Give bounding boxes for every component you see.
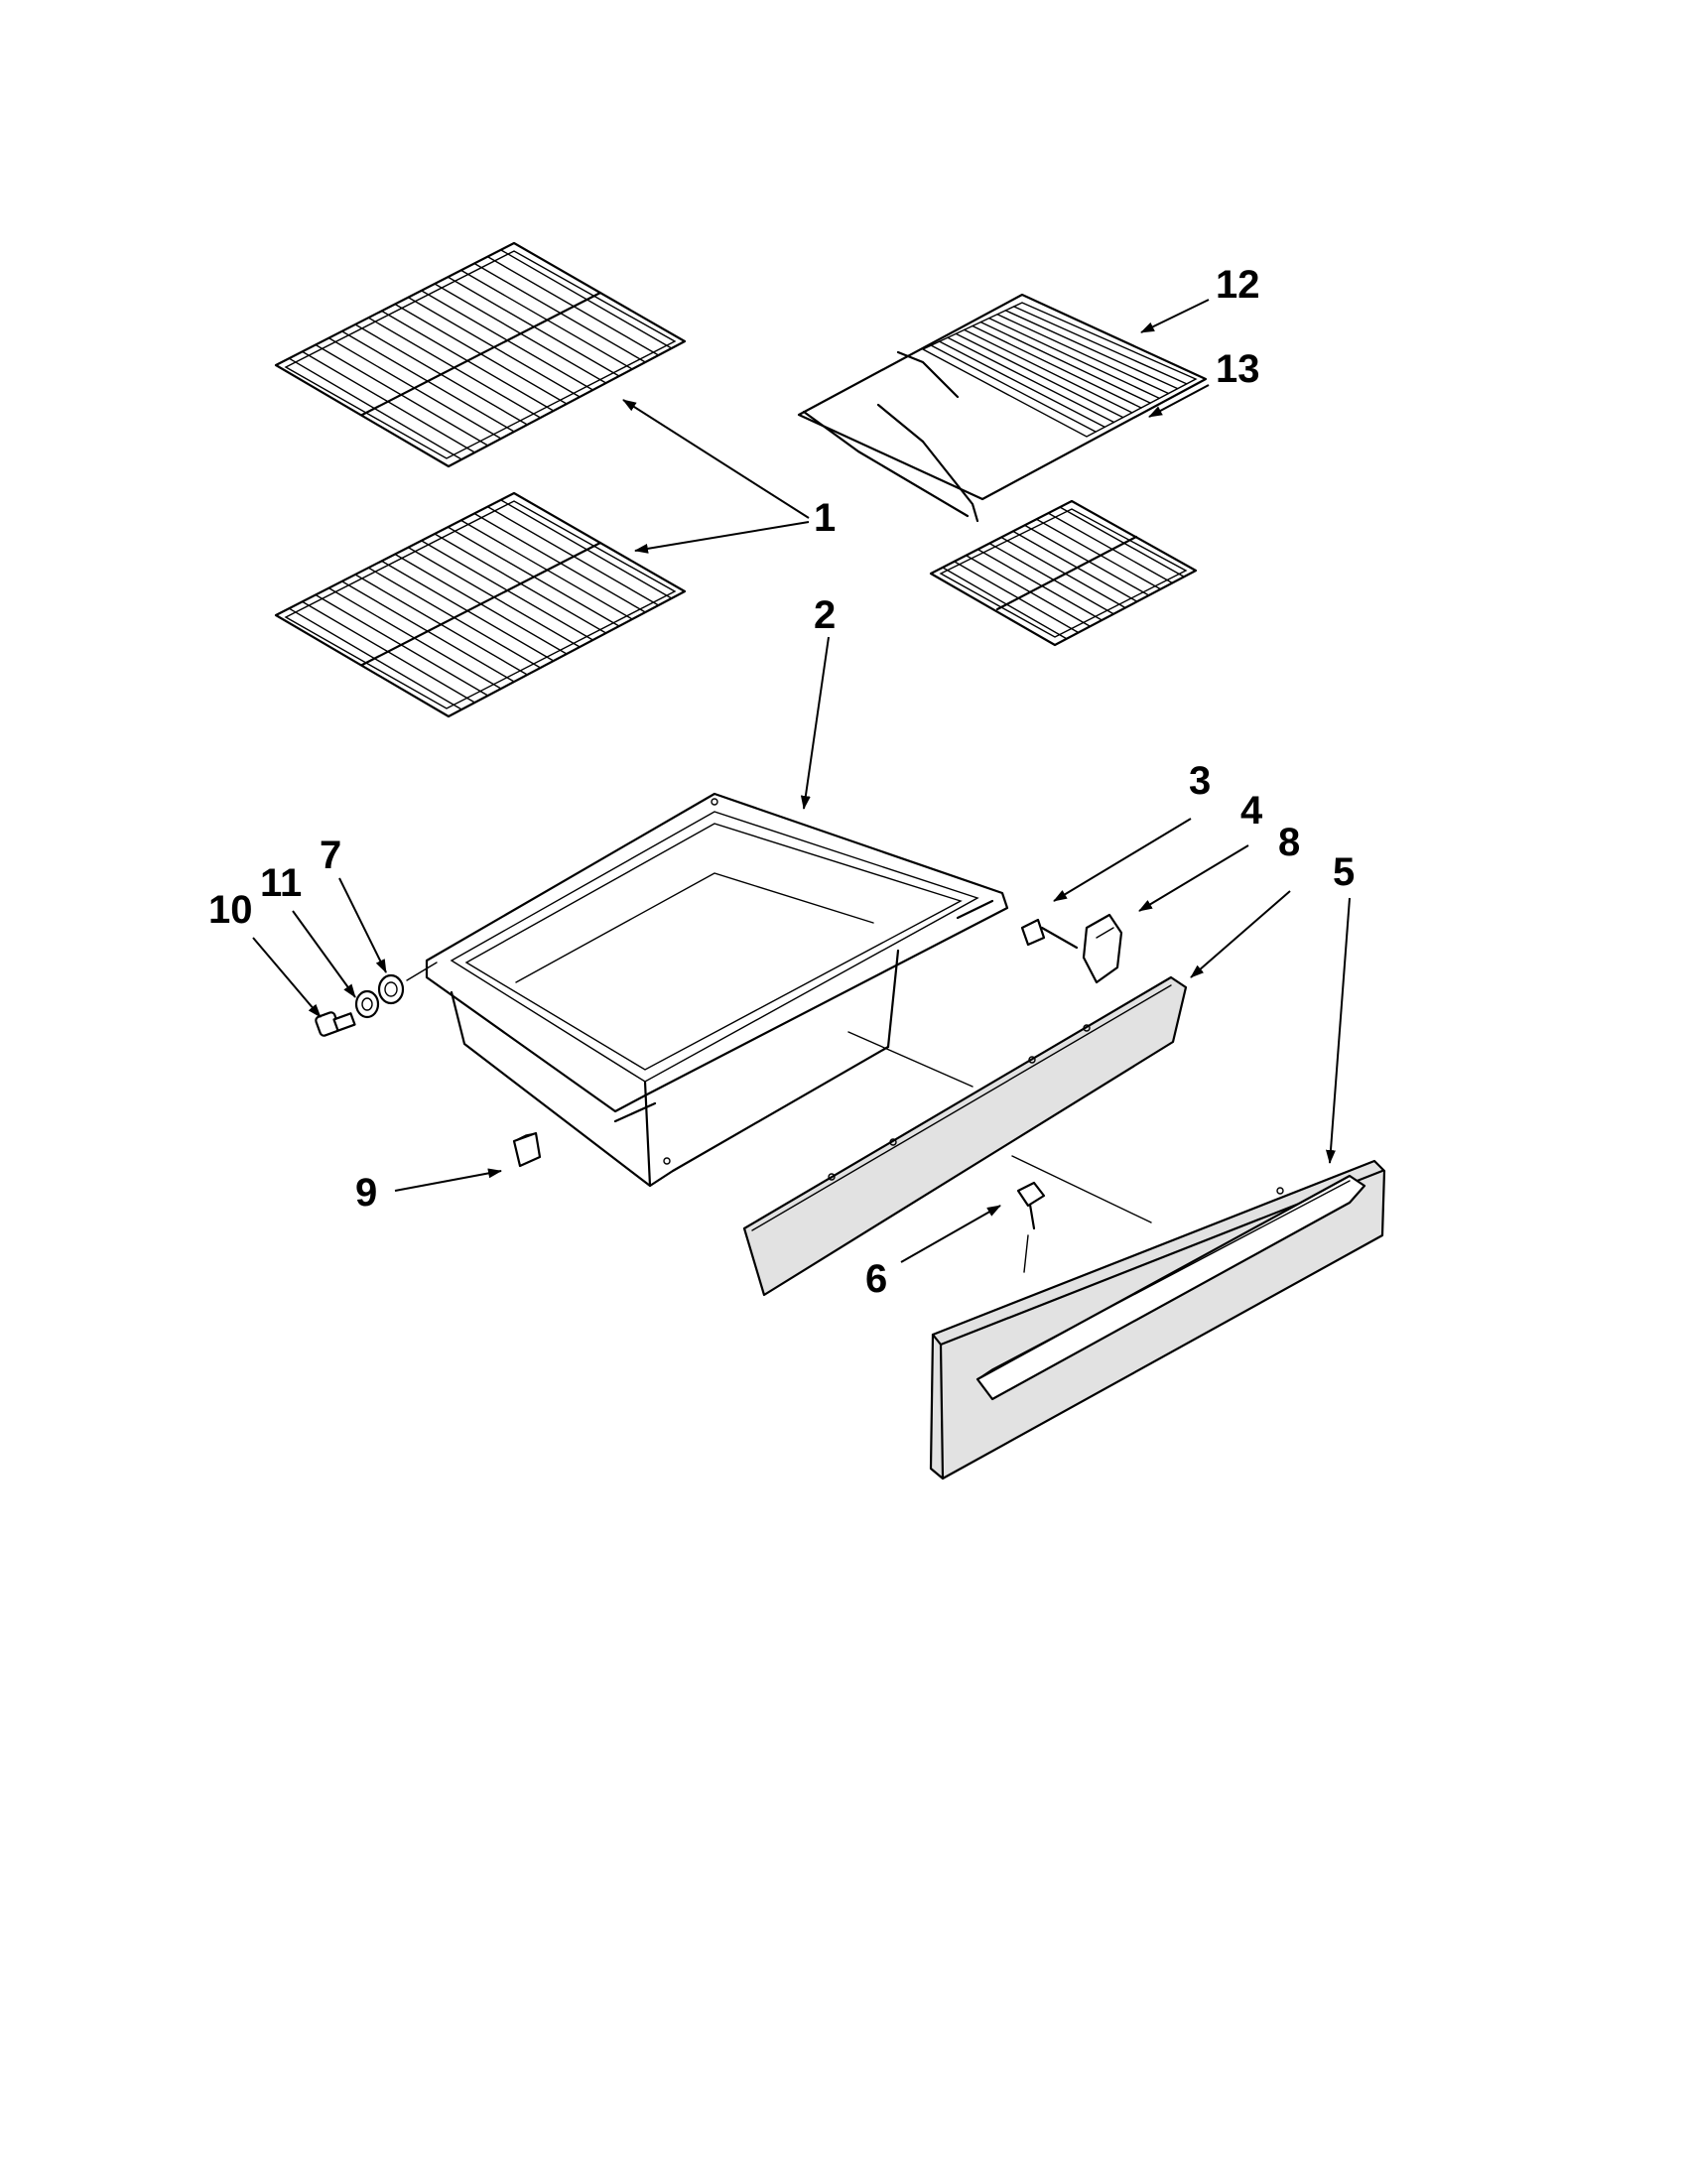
- drawer-front-bracket: [742, 975, 1188, 1297]
- rack-wire: [1059, 506, 1185, 578]
- rack-wire: [1047, 512, 1174, 584]
- rack-wire: [996, 314, 1170, 395]
- callout-6: 6: [865, 1257, 887, 1301]
- callout-3: 3: [1189, 759, 1211, 803]
- drawer-pan: [425, 792, 1009, 1188]
- rack-wire: [1012, 530, 1138, 602]
- bumper: [512, 1131, 542, 1168]
- rack-wire: [987, 317, 1161, 400]
- drawer-front-panel: [929, 1159, 1386, 1480]
- half-rack: [929, 499, 1198, 647]
- rack-wire: [988, 542, 1114, 615]
- assembly-guide-lines: [847, 1031, 1152, 1223]
- callout-10: 10: [208, 888, 253, 932]
- rack-wire: [976, 548, 1104, 621]
- rack-wire: [1012, 306, 1188, 385]
- drawer-screw-and-bracket: [1020, 913, 1123, 984]
- callout-12: 12: [1216, 263, 1260, 307]
- rack-wire: [1035, 518, 1162, 590]
- callout-9: 9: [355, 1171, 377, 1215]
- rack-wire: [1004, 310, 1179, 390]
- callout-11: 11: [260, 861, 302, 905]
- rack-wire: [963, 328, 1133, 414]
- oven-rack-upper: [274, 241, 687, 468]
- callout-4: 4: [1240, 789, 1263, 833]
- callout-13: 13: [1216, 347, 1260, 391]
- callout-8: 8: [1278, 821, 1300, 864]
- rack-wire: [955, 332, 1124, 419]
- callout-2: 2: [814, 593, 836, 637]
- rack-wire: [1023, 524, 1150, 596]
- roller-assembly: [315, 962, 438, 1037]
- callout-5: 5: [1333, 850, 1355, 894]
- rack-wire: [930, 344, 1097, 433]
- callout-1: 1: [814, 496, 836, 540]
- leader-lines: [252, 299, 1351, 1263]
- rack-wire: [938, 340, 1106, 429]
- oven-rack-lower: [274, 491, 687, 718]
- sliding-rack: [797, 293, 1208, 523]
- rack-wire: [947, 336, 1115, 424]
- callout-7: 7: [320, 834, 341, 877]
- front-panel-screw: [1016, 1181, 1046, 1273]
- rack-wire: [965, 555, 1092, 627]
- rack-wire: [942, 567, 1068, 640]
- callout-labels: 1 2 3 4 5 6 7 8 9 10 11 12 13: [208, 263, 1355, 1301]
- rack-wire: [1000, 536, 1126, 609]
- rack-wire: [972, 324, 1142, 409]
- rack-wire: [979, 321, 1151, 404]
- rack-wire: [953, 561, 1080, 634]
